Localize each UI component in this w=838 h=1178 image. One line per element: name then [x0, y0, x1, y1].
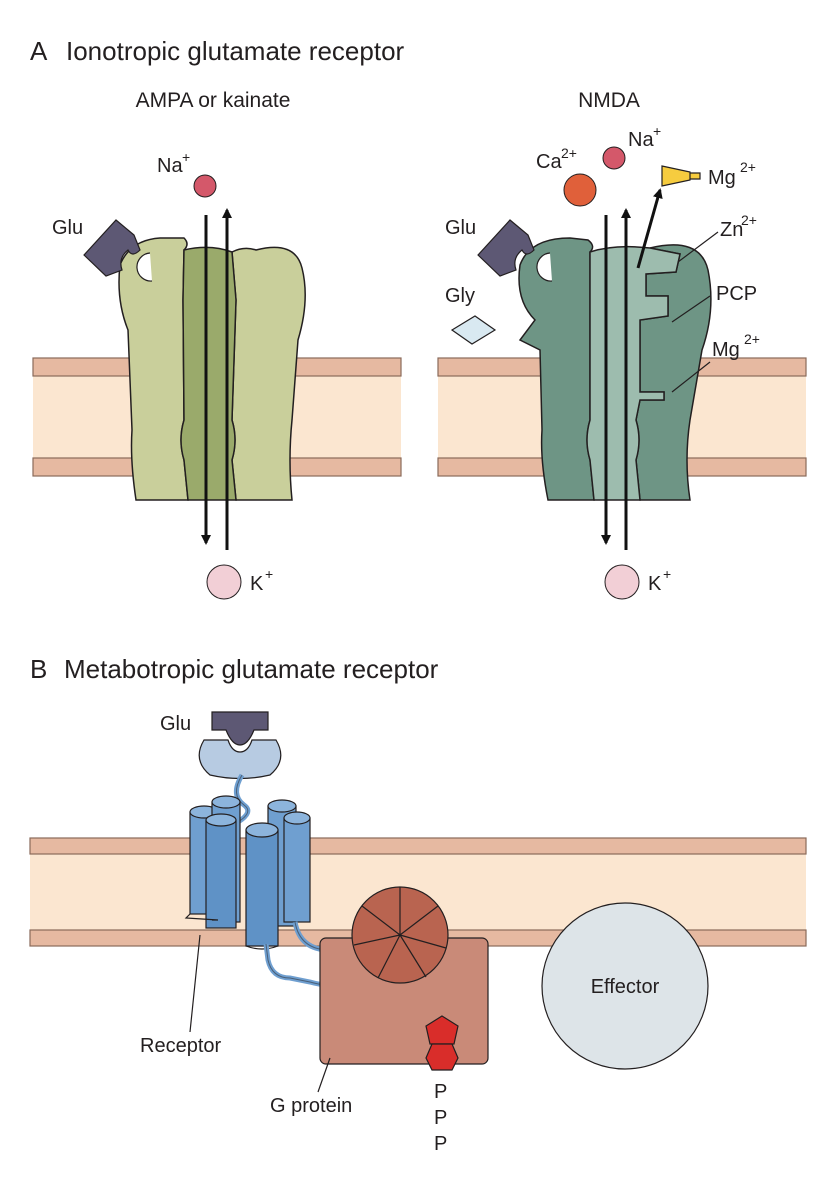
phosphate-3: P — [434, 1133, 447, 1155]
receptor-leader — [189, 934, 201, 1033]
nmda-na-ion — [602, 146, 626, 170]
nmda-k-ion — [604, 564, 640, 600]
phosphate-2: P — [434, 1107, 447, 1129]
nmda-site-leaders — [671, 231, 719, 393]
nmda-mg-top-sup: 2+ — [740, 159, 756, 175]
nmda-ca-label: Ca — [536, 151, 562, 173]
nmda-ca-sup: 2+ — [561, 145, 577, 161]
nmda-ca-ion — [563, 173, 597, 207]
mglur-receptor — [184, 795, 311, 950]
ampa-na-label: Na — [157, 155, 183, 177]
ampa-glu-label: Glu — [52, 217, 83, 239]
panel-b-letter: B — [30, 654, 47, 684]
panel-b-title: Metabotropic glutamate receptor — [64, 654, 439, 684]
nmda-receptor — [518, 237, 712, 501]
panel-b: B Metabotropic glutamate receptor Glu — [29, 654, 807, 1155]
ampa-k-sup: + — [265, 566, 273, 582]
ampa-subtitle: AMPA or kainate — [136, 89, 291, 112]
nmda-mg-blocker — [661, 165, 701, 187]
nmda-glu — [477, 219, 535, 277]
nmda-mg-site-label: Mg — [712, 339, 740, 361]
nmda-subtitle: NMDA — [578, 89, 640, 112]
ampa-glu — [83, 219, 141, 277]
nmda-gly-label: Gly — [445, 285, 475, 307]
effector — [541, 902, 709, 1070]
g-protein-leader — [317, 1057, 331, 1093]
nmda-mg-top-label: Mg — [708, 167, 736, 189]
ampa-na-sup: + — [182, 149, 190, 165]
effector-label: Effector — [591, 976, 660, 998]
mglur-glu-label: Glu — [160, 713, 191, 735]
nmda-na-label: Na — [628, 129, 654, 151]
ampa-receptor — [118, 237, 306, 501]
nmda-k-label: K — [648, 573, 662, 595]
mglur-glu — [211, 711, 269, 746]
panel-a-letter: A — [30, 36, 48, 66]
nmda-glu-label: Glu — [445, 217, 476, 239]
nmda-mg-site-sup: 2+ — [744, 331, 760, 347]
nmda-zn-label: Zn — [720, 219, 743, 241]
nmda-zn-sup: 2+ — [741, 212, 757, 228]
panel-a-title: Ionotropic glutamate receptor — [66, 36, 405, 66]
panel-a: A Ionotropic glutamate receptor AMPA or … — [30, 36, 807, 600]
nmda-pcp-label: PCP — [716, 283, 757, 305]
nmda-k-sup: + — [663, 566, 671, 582]
gtp-hexagon — [425, 1015, 459, 1071]
ampa-k-ion — [206, 564, 242, 600]
nmda-mg-exit-arrow — [636, 188, 663, 269]
nmda-na-sup: + — [653, 123, 661, 139]
ampa-k-label: K — [250, 573, 264, 595]
g-protein-subunit — [351, 886, 449, 984]
ampa-na-ion — [193, 174, 217, 198]
phosphate-1: P — [434, 1081, 447, 1103]
mglur-head — [198, 739, 282, 780]
g-protein-label: G protein — [270, 1095, 352, 1117]
receptor-label: Receptor — [140, 1035, 221, 1057]
nmda-gly — [450, 315, 497, 345]
